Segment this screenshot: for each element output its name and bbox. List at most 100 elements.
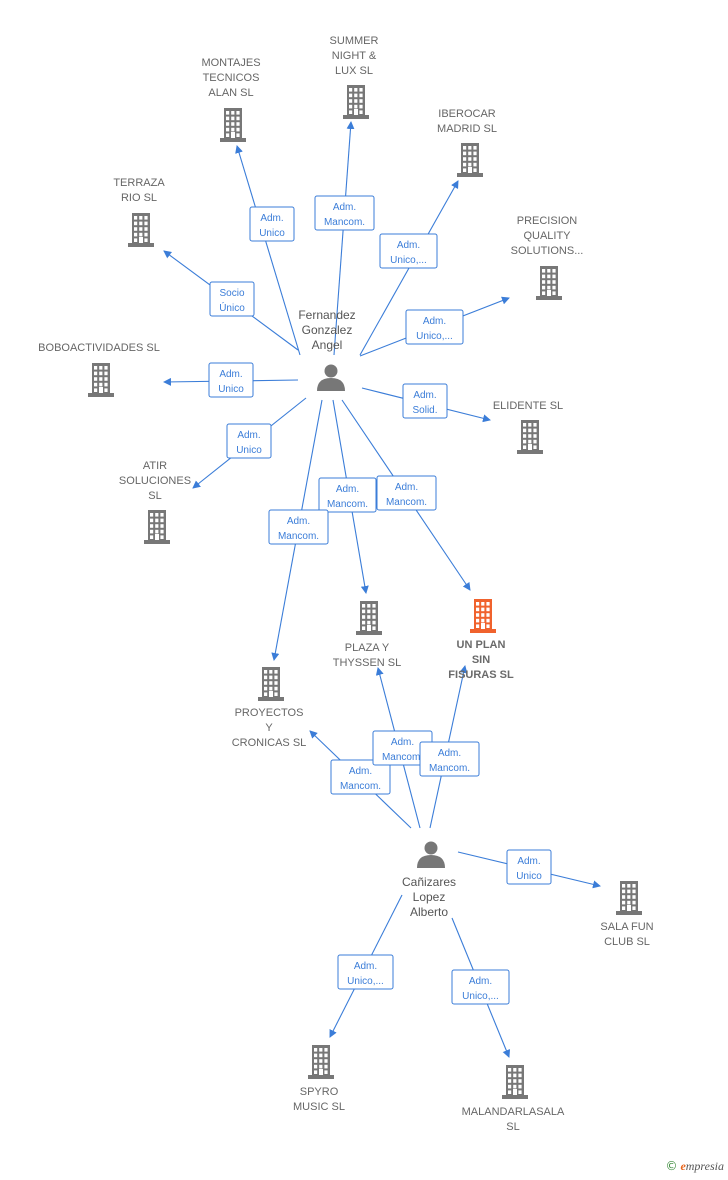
label-line: Adm. (336, 484, 359, 495)
edge-role-label: Adm.Mancom. (340, 766, 381, 792)
label-line: Gonzalez (302, 323, 353, 337)
edge-role-label: Adm.Unico (218, 369, 244, 395)
label-line: Adm. (423, 316, 446, 327)
label-line: CRONICAS SL (232, 737, 307, 749)
label-line: Mancom. (327, 499, 368, 510)
label-line: Adm. (395, 482, 418, 493)
edge-role-badge[interactable] (208, 362, 254, 398)
edge-p2-plaza: Adm.Mancom. (372, 667, 433, 829)
company-node-bobo[interactable]: BOBOACTIVIDADES SL (38, 342, 160, 397)
edge-role-badge[interactable] (226, 423, 272, 459)
edge-role-label: Adm. Mancom. (324, 202, 365, 228)
label-line: Adm. (397, 240, 420, 251)
footer-brand: © empresia (665, 1159, 724, 1174)
edge-p1-montajes: Adm. Unico (235, 145, 301, 356)
edge-role-badge[interactable] (209, 281, 255, 317)
edge-p1-bobo: Adm.Unico (163, 362, 299, 398)
edge-role-badge[interactable] (330, 759, 391, 795)
label-line: SIN (472, 654, 490, 666)
label-line: MONTAJES (201, 57, 260, 69)
label-line: Adm. (517, 856, 540, 867)
label-line: TECNICOS (203, 72, 260, 84)
edge-role-badge[interactable] (379, 233, 438, 269)
edge-role-badge[interactable] (419, 741, 480, 777)
label-line: Adm. (333, 202, 356, 213)
label-line: Unico,... (390, 255, 427, 266)
label-line: Adm. (260, 213, 283, 224)
edge-role-badge[interactable] (506, 849, 552, 885)
label-line: Alberto (410, 905, 448, 919)
building-icon (457, 143, 483, 177)
brand-logo-text: mpresia (685, 1159, 724, 1173)
edge-role-badge[interactable] (405, 309, 464, 345)
edge-role-badge[interactable] (376, 475, 437, 511)
edge-role-badge[interactable] (337, 954, 394, 990)
label-line: SOLUTIONS... (511, 245, 584, 257)
edge-role-label: Adm.Mancom. (429, 748, 470, 774)
label-line: MUSIC SL (293, 1101, 345, 1113)
label-line: FISURAS SL (448, 669, 514, 681)
edge-p1-proyectos: Adm.Mancom. (268, 399, 329, 661)
label-line: NIGHT & (332, 50, 377, 62)
label-line: Mancom. (340, 781, 381, 792)
company-node-elidente[interactable]: ELIDENTE SL (493, 400, 563, 454)
label-line: Socio (219, 288, 244, 299)
building-icon (144, 510, 170, 544)
edge-role-label: Adm. Unico,... (390, 240, 427, 266)
person-icon (417, 841, 445, 868)
label-line: Unico,... (462, 991, 499, 1002)
edge-role-badge[interactable] (402, 383, 448, 419)
label-line: Adm. (469, 976, 492, 987)
building-icon (128, 213, 154, 247)
label-line: SALA FUN (600, 921, 653, 933)
edge-role-label: Adm. Unico,... (462, 976, 499, 1002)
label-line: SOLUCIONES (119, 475, 191, 487)
edge-p1-precision: Adm.Unico,... (359, 296, 510, 357)
edge-role-badge[interactable] (318, 477, 377, 513)
label-line: MADRID SL (437, 123, 497, 135)
label-line: Unico (259, 228, 285, 239)
label-line: SL (506, 1121, 519, 1133)
edge-role-badge[interactable] (249, 206, 295, 242)
label-line: Adm. (287, 516, 310, 527)
edge-role-badge[interactable] (314, 195, 375, 231)
edge-role-label: Adm.Mancom. (278, 516, 319, 542)
edge-arrow (235, 145, 301, 356)
edge-role-badge[interactable] (268, 509, 329, 545)
label-line: Mancom. (324, 217, 365, 228)
building-icon (258, 667, 284, 701)
edge-p2-proyectos: Adm.Mancom. (309, 730, 412, 829)
label-line: Solid. (412, 405, 437, 416)
label-line: TERRAZA (113, 177, 165, 189)
edge-p2-spyro: Adm.Unico,... (329, 894, 403, 1038)
building-icon (536, 266, 562, 300)
company-node-malandar[interactable]: MALANDARLASALA SL (462, 1065, 565, 1133)
edge-role-badge[interactable] (451, 969, 510, 1005)
label-line: MALANDARLASALA (462, 1106, 565, 1118)
